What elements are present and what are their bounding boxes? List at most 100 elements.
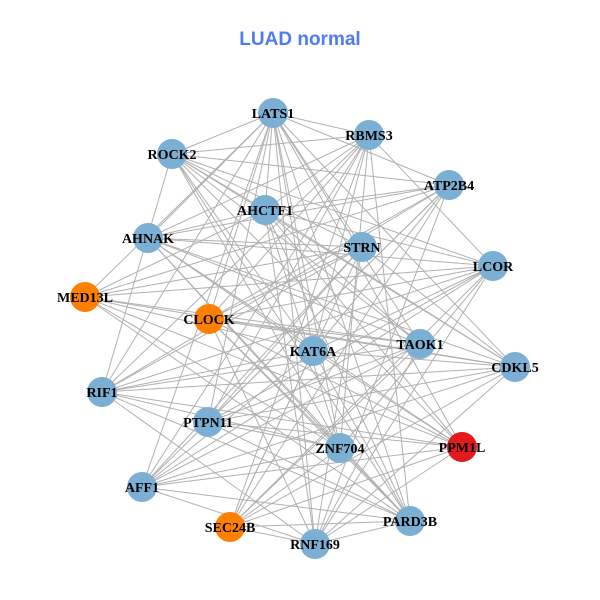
node-ATP2B4: ATP2B4 [424,170,474,200]
node-PTPN11: PTPN11 [183,407,233,437]
edge-CLOCK-PARD3B [208,318,411,522]
node-RNF169: RNF169 [290,529,340,559]
edge-ATP2B4-AHNAK [147,184,450,239]
edge-RBMS3-AHNAK [147,134,370,239]
node-circle [447,432,477,462]
edge-AHNAK-LCOR [147,237,494,267]
edge-ROCK2-TAOK1 [171,153,421,345]
node-circle [194,304,224,334]
edge-KAT6A-CDKL5 [312,350,516,368]
node-MED13L: MED13L [57,282,113,312]
edge-RBMS3-AFF1 [141,134,370,488]
edge-STRN-CLOCK [208,246,363,320]
node-TAOK1: TAOK1 [396,329,444,359]
edge-AHCTF1-PARD3B [264,209,411,522]
edge-KAT6A-RIF1 [101,350,314,393]
edge-LATS1-AHCTF1 [264,112,274,211]
edge-MED13L-TAOK1 [84,296,421,345]
node-label: AFF1 [125,481,159,496]
edge-LCOR-RNF169 [314,265,494,545]
edge-ROCK2-PPM1L [171,153,463,448]
edge-AHNAK-CDKL5 [147,237,516,368]
edge-CDKL5-PTPN11 [207,366,516,423]
node-label: ROCK2 [148,148,197,163]
node-RIF1: RIF1 [86,377,118,407]
edge-PPM1L-SEC24B [229,446,463,528]
edge-RBMS3-AHCTF1 [264,134,370,211]
edge-LCOR-CLOCK [208,265,494,320]
edge-LATS1-ROCK2 [171,112,274,155]
edge-CLOCK-PPM1L [208,318,463,448]
node-circle [300,529,330,559]
edge-ZNF704-SEC24B [229,447,341,528]
edge-ATP2B4-RIF1 [101,184,450,393]
node-circle [434,170,464,200]
edge-LCOR-KAT6A [312,265,494,352]
node-label: ZNF704 [316,442,365,457]
edge-RBMS3-SEC24B [229,134,370,528]
node-label: PARD3B [383,515,437,530]
node-circle [298,336,328,366]
edge-LATS1-TAOK1 [272,112,421,345]
node-circle [87,377,117,407]
node-label: PTPN11 [183,416,233,431]
edge-KAT6A-PARD3B [312,350,411,522]
node-circle [215,512,245,542]
edge-LATS1-RNF169 [272,112,316,545]
node-CLOCK: CLOCK [183,304,235,334]
edge-RIF1-PPM1L [101,391,463,448]
edge-AHNAK-STRN [147,237,363,248]
node-ZNF704: ZNF704 [316,433,365,463]
node-label: TAOK1 [396,338,443,353]
node-label: PPM1L [439,441,486,456]
node-circle [347,232,377,262]
node-circle [500,352,530,382]
node-RBMS3: RBMS3 [345,120,393,150]
edge-LATS1-AFF1 [141,112,274,488]
node-label: RNF169 [290,538,340,553]
node-label: RIF1 [86,386,117,401]
edge-RBMS3-LCOR [368,134,494,267]
node-label: SEC24B [205,521,256,536]
edge-RBMS3-ROCK2 [171,134,370,155]
edge-AHCTF1-PPM1L [264,209,463,448]
node-KAT6A: KAT6A [290,336,337,366]
edge-AHCTF1-AHNAK [147,209,266,239]
edge-PTPN11-PARD3B [207,421,411,522]
edge-STRN-CDKL5 [361,246,516,368]
edge-PPM1L-AFF1 [141,446,463,488]
edge-CDKL5-RIF1 [101,366,516,393]
edge-AFF1-PARD3B [141,486,411,522]
edge-ATP2B4-KAT6A [312,184,450,352]
node-AHCTF1: AHCTF1 [237,195,293,225]
edge-MED13L-ZNF704 [84,296,341,449]
node-circle [478,251,508,281]
edge-STRN-RIF1 [101,246,363,393]
edge-ZNF704-AFF1 [141,447,341,488]
node-label: CLOCK [183,313,234,328]
edge-ROCK2-KAT6A [171,153,314,352]
edge-LATS1-MED13L [84,112,274,298]
edge-CLOCK-CDKL5 [208,318,516,368]
edge-STRN-MED13L [84,246,363,298]
edge-LATS1-RIF1 [101,112,274,393]
node-LCOR: LCOR [473,251,514,281]
edge-ROCK2-PARD3B [171,153,411,522]
edge-RIF1-RNF169 [101,391,316,545]
edge-AHCTF1-CDKL5 [264,209,516,368]
edge-ATP2B4-CLOCK [208,184,450,320]
edge-SEC24B-PARD3B [229,520,411,528]
node-circle [70,282,100,312]
node-AHNAK: AHNAK [122,223,174,253]
edge-ATP2B4-RNF169 [314,184,450,545]
edge-MED13L-PPM1L [84,296,463,448]
edge-ATP2B4-AHCTF1 [264,184,450,211]
edge-AHCTF1-MED13L [84,209,266,298]
edge-LATS1-CDKL5 [272,112,516,368]
edge-AHCTF1-ZNF704 [264,209,341,449]
node-circle [250,195,280,225]
edge-TAOK1-AFF1 [141,343,421,488]
edge-ROCK2-RIF1 [101,153,173,393]
node-AFF1: AFF1 [125,472,159,502]
